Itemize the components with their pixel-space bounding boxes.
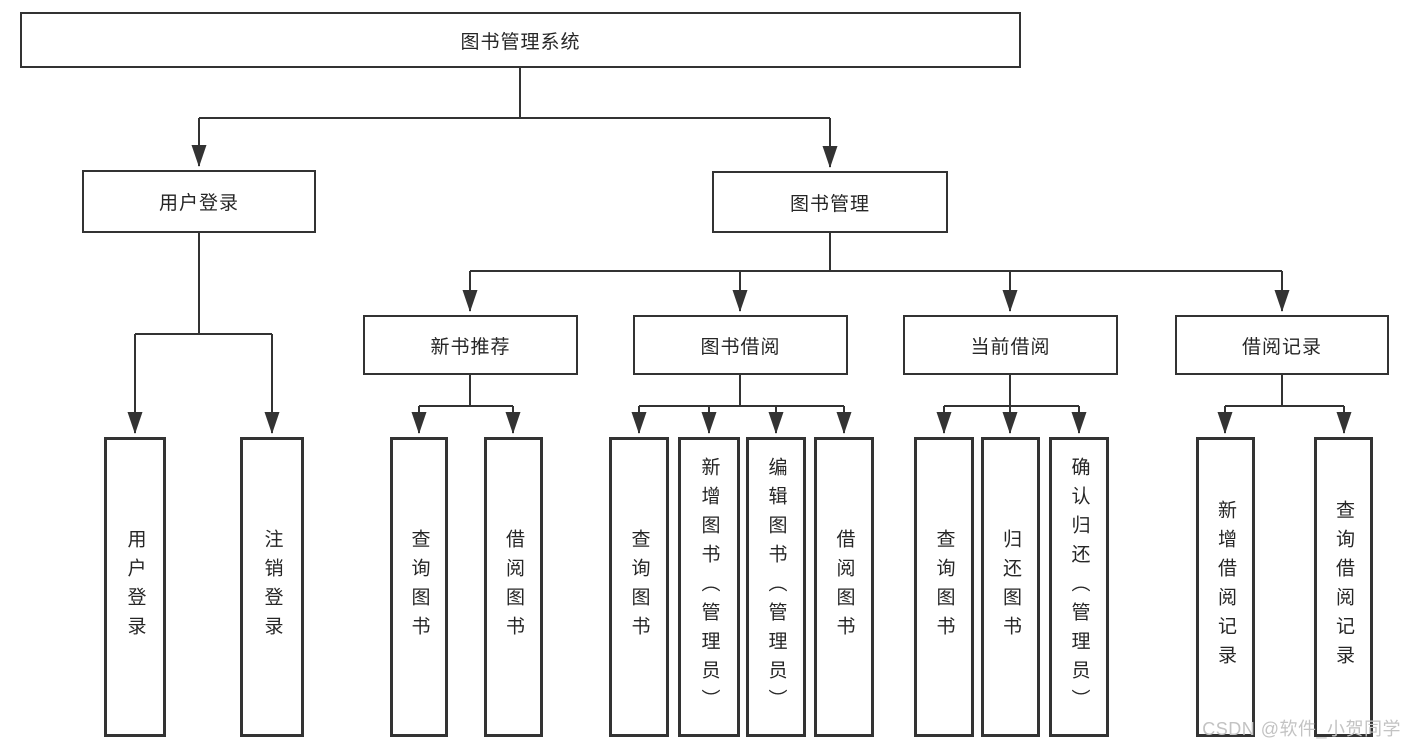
leaf-borrow-books-recommend: 借阅图书 <box>484 437 543 737</box>
leaf-return-book: 归还图书 <box>981 437 1040 737</box>
leaf-query-books-borrow: 查询图书 <box>609 437 669 737</box>
node-book-borrowing: 图书借阅 <box>633 315 848 375</box>
node-borrowing-records: 借阅记录 <box>1175 315 1389 375</box>
node-current-borrowing: 当前借阅 <box>903 315 1118 375</box>
node-new-book-recommendation: 新书推荐 <box>363 315 578 375</box>
leaf-confirm-return-admin: 确认归还（管理员） <box>1049 437 1109 737</box>
leaf-query-books-current: 查询图书 <box>914 437 974 737</box>
node-user-login: 用户登录 <box>82 170 316 233</box>
leaf-query-books-recommend: 查询图书 <box>390 437 448 737</box>
leaf-query-borrow-record: 查询借阅记录 <box>1314 437 1373 737</box>
leaf-borrow-books: 借阅图书 <box>814 437 874 737</box>
leaf-add-borrow-record: 新增借阅记录 <box>1196 437 1255 737</box>
node-book-management: 图书管理 <box>712 171 948 233</box>
leaf-edit-book-admin: 编辑图书（管理员） <box>746 437 806 737</box>
node-library-management-system: 图书管理系统 <box>20 12 1021 68</box>
csdn-watermark: CSDN @软件_小贺同学 <box>1202 719 1401 739</box>
leaf-add-book-admin: 新增图书（管理员） <box>678 437 740 737</box>
leaf-user-login: 用户登录 <box>104 437 166 737</box>
leaf-logout: 注销登录 <box>240 437 304 737</box>
